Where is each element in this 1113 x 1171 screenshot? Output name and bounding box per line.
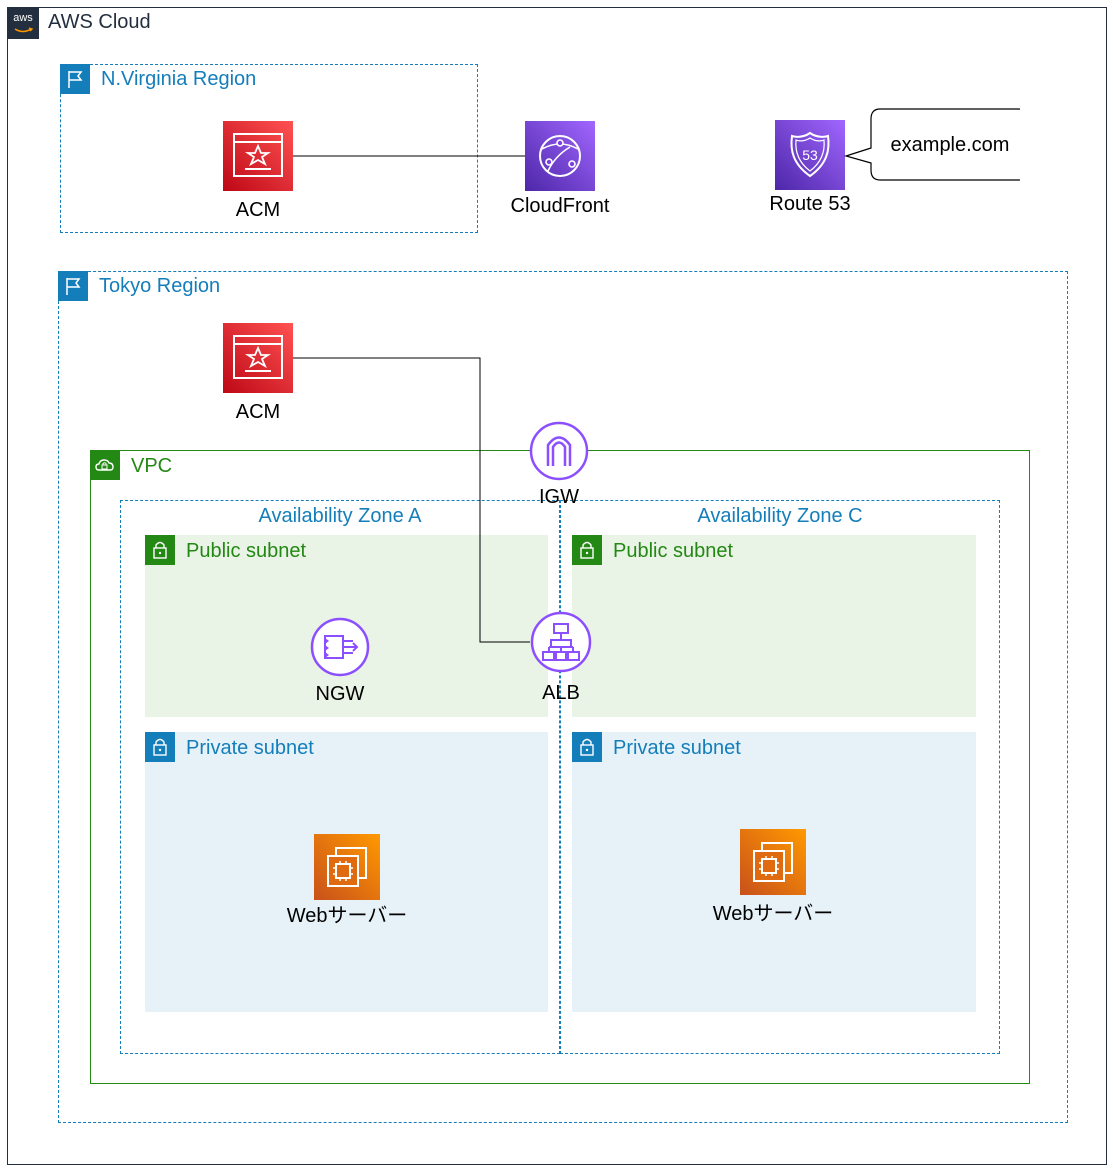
web-server-a-label: Webサーバー — [286, 905, 408, 927]
region-flag-icon — [58, 271, 88, 301]
tokyo-region-label: Tokyo Region — [99, 275, 221, 297]
route53-callout-bubble — [843, 108, 1020, 181]
cloudfront-icon — [525, 121, 595, 191]
load-balancer-icon — [529, 610, 593, 674]
alb-label: ALB — [542, 682, 580, 704]
private-subnet-c-label: Private subnet — [613, 737, 741, 759]
nvirginia-region-label: N.Virginia Region — [101, 68, 257, 90]
ngw-label: NGW — [315, 683, 365, 705]
az-a-label: Availability Zone A — [258, 505, 422, 527]
private-subnet-a-label: Private subnet — [186, 737, 314, 759]
public-subnet-a-label: Public subnet — [186, 540, 307, 562]
acm-icon — [223, 121, 293, 191]
region-flag-icon — [60, 64, 90, 94]
vpc-label: VPC — [131, 455, 173, 477]
public-subnet-c — [572, 535, 976, 717]
tokyo-region-group — [58, 271, 1068, 1123]
acm-tokyo-label: ACM — [235, 401, 281, 423]
az-c-label: Availability Zone C — [697, 505, 863, 527]
cloudfront-label: CloudFront — [510, 195, 610, 217]
callout-text: example.com — [890, 134, 1010, 156]
vpc-cloud-icon — [90, 450, 120, 480]
igw-label: IGW — [539, 486, 579, 508]
web-server-c-label: Webサーバー — [712, 903, 834, 925]
ec2-icon — [740, 829, 806, 895]
acm-nvirginia-label: ACM — [235, 199, 281, 221]
lock-icon — [145, 535, 175, 565]
aws-cloud-label: AWS Cloud — [48, 11, 151, 33]
public-subnet-c-label: Public subnet — [613, 540, 734, 562]
availability-zone-c — [560, 500, 1000, 1054]
aws-logo-icon: aws — [7, 7, 39, 39]
route53-label: Route 53 — [769, 193, 851, 215]
route53-badge: 53 — [802, 147, 818, 163]
internet-gateway-icon — [528, 420, 590, 482]
aws-cloud-group — [7, 7, 1107, 1165]
aws-logo-text: aws — [13, 12, 33, 24]
ec2-icon — [314, 834, 380, 900]
nat-gateway-icon — [309, 616, 371, 678]
route53-icon: 53 — [775, 120, 845, 190]
nvirginia-region-group — [60, 64, 478, 233]
lock-icon — [572, 732, 602, 762]
lock-icon — [145, 732, 175, 762]
lock-icon — [572, 535, 602, 565]
acm-icon — [223, 323, 293, 393]
